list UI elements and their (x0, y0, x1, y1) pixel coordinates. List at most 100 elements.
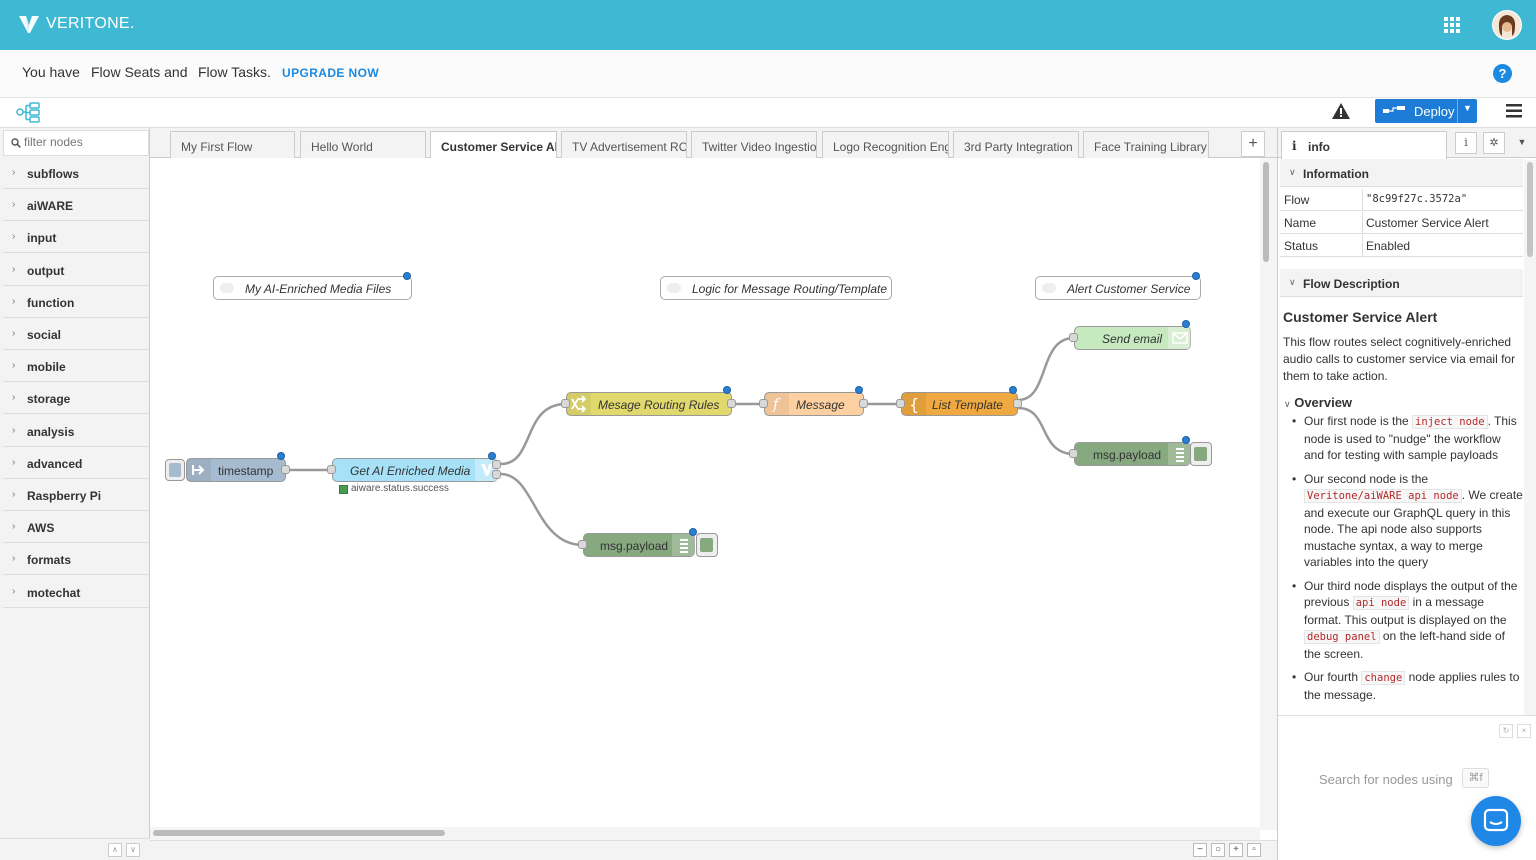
main-menu-icon[interactable] (1506, 104, 1522, 118)
node-timestamp[interactable]: timestamp (186, 458, 286, 482)
output-port-2[interactable] (492, 470, 501, 479)
tab-3rd-party-integration[interactable]: 3rd Party Integration (953, 131, 1079, 158)
brand-logo[interactable]: VERITONE. (18, 13, 135, 35)
sidebar-scrollbar[interactable] (1524, 160, 1536, 715)
deploy-dropdown-icon[interactable]: ▼ (1463, 103, 1472, 113)
palette-category-aiware[interactable]: ›aiWARE (3, 189, 149, 222)
output-port[interactable] (859, 399, 868, 408)
output-port[interactable] (727, 399, 736, 408)
close-icon[interactable]: × (1517, 724, 1531, 738)
debug-toggle-button[interactable] (1190, 442, 1212, 466)
canvas-vertical-scroll-thumb[interactable] (1263, 162, 1269, 262)
output-port[interactable] (1013, 399, 1022, 408)
palette-category-aws[interactable]: ›AWS (3, 511, 149, 544)
output-port-1[interactable] (492, 460, 501, 469)
node-debug-payload-1[interactable]: msg.payload (583, 533, 696, 557)
tab-tv-advertisement-roi[interactable]: TV Advertisement ROI (561, 131, 687, 158)
palette-category-advanced[interactable]: ›advanced (3, 447, 149, 479)
changed-indicator (1182, 436, 1190, 444)
prop-key: Status (1284, 239, 1319, 253)
tab-logo-recognition-engine[interactable]: Logo Recognition Engine (822, 131, 949, 158)
apps-grid-icon[interactable] (1443, 16, 1461, 34)
user-avatar-icon[interactable] (1492, 10, 1522, 40)
tab-info[interactable]: i info (1281, 131, 1447, 159)
comment-media-files[interactable]: My AI-Enriched Media Files (213, 276, 412, 300)
warning-icon[interactable] (1331, 102, 1351, 120)
canvas-vertical-scrollbar[interactable] (1260, 158, 1277, 830)
input-port[interactable] (896, 399, 905, 408)
canvas-horizontal-scroll-thumb[interactable] (153, 830, 445, 836)
chevron-right-icon: › (12, 167, 16, 178)
tab-my-first-flow[interactable]: My First Flow (170, 131, 295, 158)
palette-category-raspberry-pi[interactable]: ›Raspberry Pi (3, 479, 149, 511)
tab-hello-world[interactable]: Hello World (300, 131, 426, 158)
search-icon (11, 138, 21, 148)
input-port[interactable] (759, 399, 768, 408)
tab-face-training-library[interactable]: Face Training Library (1083, 131, 1209, 158)
inject-trigger-button[interactable] (165, 459, 185, 481)
flow-canvas[interactable]: My AI-Enriched Media Files Logic for Mes… (150, 158, 1277, 840)
flow-tree-icon[interactable] (16, 101, 42, 123)
zoom-out-icon[interactable]: − (1193, 843, 1207, 857)
input-port[interactable] (578, 540, 587, 549)
tab-twitter-video-ingestion[interactable]: Twitter Video Ingestion (691, 131, 817, 158)
input-port[interactable] (561, 399, 570, 408)
node-debug-payload-2[interactable]: msg.payload (1074, 442, 1192, 466)
palette-category-storage[interactable]: ›storage (3, 382, 149, 415)
debug-toggle-face (700, 538, 713, 552)
flow-description-section-header[interactable]: ∨ Flow Description (1280, 269, 1523, 297)
chevron-down-icon: ∨ (1289, 277, 1296, 287)
comment-label: Logic for Message Routing/Template (692, 282, 887, 296)
palette-category-output[interactable]: ›output (3, 254, 149, 286)
palette-category-subflows[interactable]: ›subflows (3, 157, 149, 189)
palette-category-formats[interactable]: ›formats (3, 543, 149, 576)
input-port[interactable] (1069, 333, 1078, 342)
section-title: Information (1303, 167, 1369, 181)
navigator-icon[interactable]: ▫ (1247, 843, 1261, 857)
debug-toggle-button[interactable] (696, 533, 718, 557)
chevron-right-icon: › (12, 456, 16, 468)
add-flow-tab-button[interactable]: + (1241, 131, 1265, 157)
node-send-email[interactable]: Send email (1074, 326, 1192, 350)
upgrade-now-link[interactable]: UPGRADE NOW (282, 66, 380, 80)
veritone-logo-icon (19, 16, 39, 33)
information-section-header[interactable]: ∨ Information (1280, 159, 1523, 187)
comment-routing-logic[interactable]: Logic for Message Routing/Template (660, 276, 892, 300)
wire-media-to-routing (500, 402, 567, 466)
palette-category-function[interactable]: ›function (3, 286, 149, 318)
comment-alert-service[interactable]: Alert Customer Service (1035, 276, 1201, 300)
palette-category-social[interactable]: ›social (3, 318, 149, 350)
palette-category-motechat[interactable]: ›motechat (3, 576, 149, 608)
help-icon[interactable]: ? (1493, 64, 1512, 83)
tab-customer-service-alert[interactable]: Customer Service Alert (430, 131, 557, 159)
workspace-tabs: My First Flow Hello World Customer Servi… (150, 128, 1277, 159)
node-message-function[interactable]: f Message (764, 392, 864, 416)
chevron-down-icon: ∨ (1289, 167, 1296, 177)
output-port[interactable] (281, 465, 290, 474)
zoom-in-icon[interactable]: + (1229, 843, 1243, 857)
collapse-all-icon[interactable]: ∧ (108, 843, 122, 857)
sidebar-dropdown-icon[interactable]: ▼ (1517, 137, 1527, 147)
zoom-reset-icon[interactable]: ○ (1211, 843, 1225, 857)
palette-category-input[interactable]: ›input (3, 221, 149, 254)
search-hint-text: Search for nodes using (1319, 772, 1453, 787)
node-list-template[interactable]: { List Template (901, 392, 1018, 416)
input-port[interactable] (1069, 449, 1078, 458)
debug-panel-icon[interactable]: ✲ (1483, 132, 1505, 154)
chat-launcher-button[interactable] (1471, 796, 1521, 846)
node-message-routing-rules[interactable]: Mesage Routing Rules (566, 392, 732, 416)
refresh-icon[interactable]: ↻ (1499, 724, 1513, 738)
palette-category-analysis[interactable]: ›analysis (3, 415, 149, 447)
expand-all-icon[interactable]: ∨ (126, 843, 140, 857)
deploy-button[interactable]: Deploy ▼ (1375, 99, 1477, 123)
input-port[interactable] (327, 465, 336, 474)
palette-category-mobile[interactable]: ›mobile (3, 350, 149, 383)
node-get-ai-enriched-media[interactable]: Get AI Enriched Media (332, 458, 499, 482)
comment-label: My AI-Enriched Media Files (245, 282, 392, 296)
sidebar-scroll-thumb[interactable] (1527, 162, 1533, 257)
filter-nodes-input[interactable] (24, 135, 144, 149)
overview-heading[interactable]: ∨ Overview (1284, 395, 1352, 410)
wire-media-to-debug (500, 472, 584, 547)
function-icon: f (765, 393, 789, 415)
info-panel-icon[interactable]: i (1455, 132, 1477, 154)
